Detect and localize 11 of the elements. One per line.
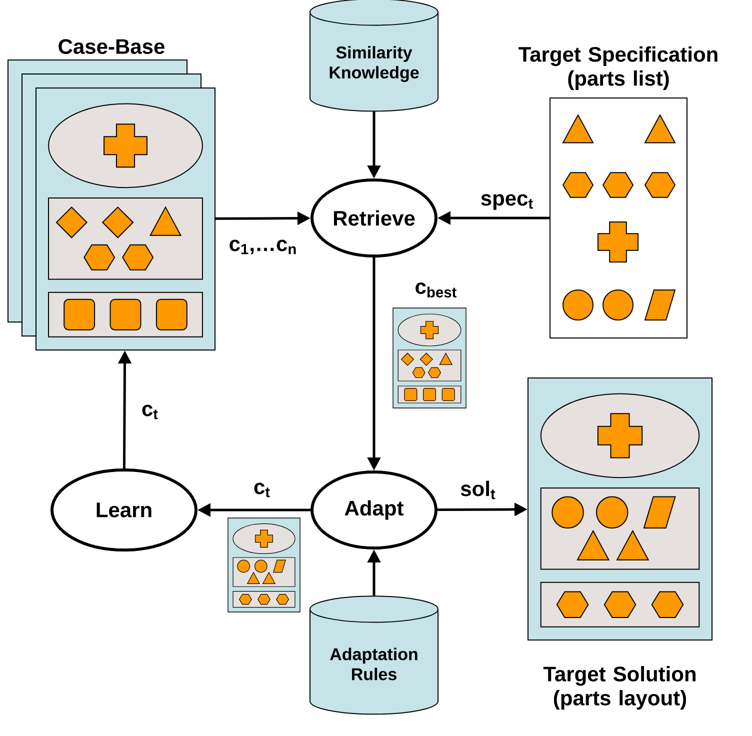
edge-label: spec$_{t}$ — [481, 194, 533, 210]
database-cylinder: Adaptation Rules — [310, 596, 438, 715]
edge-label: sol$_{t}$ — [460, 480, 496, 500]
edge-label: c$_{best}$ — [416, 282, 457, 298]
edge-label: c$_{t}$ — [254, 482, 270, 498]
node-label: Target Solution (parts layout) — [543, 666, 696, 710]
edge-label: c$_{1}$,…c$_{n}$ — [230, 240, 296, 254]
node-label: Target Specification (parts list) — [518, 46, 718, 90]
edge-label: c$_{t}$ — [142, 404, 158, 420]
database-cylinder: Similarity Knowledge — [310, 0, 438, 112]
node-label: Case-Base — [58, 39, 164, 54]
